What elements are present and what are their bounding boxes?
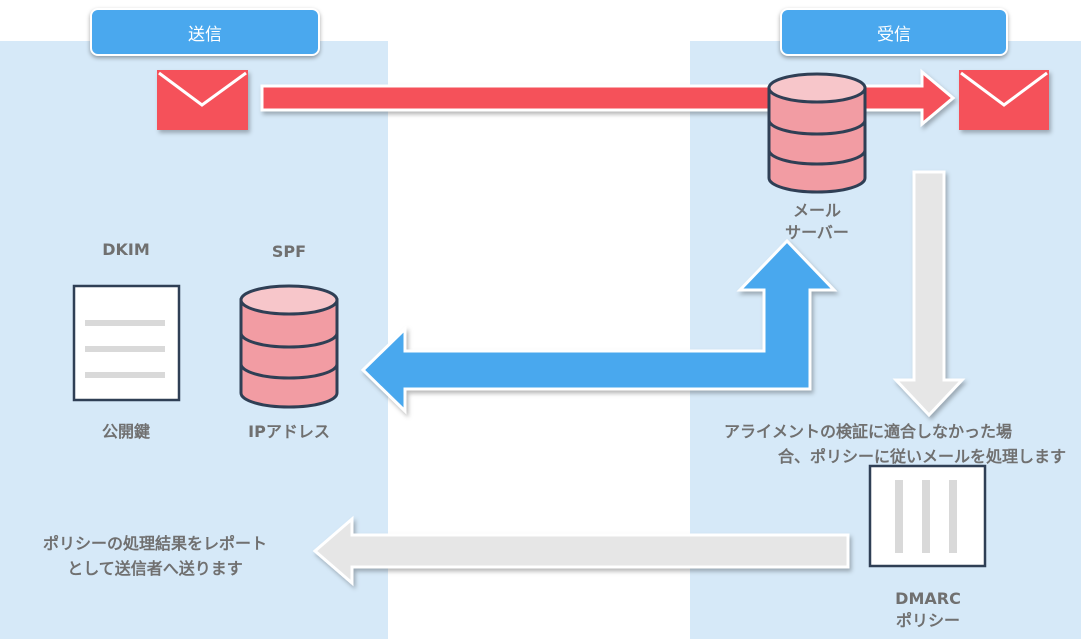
sender-tab: 送信: [90, 8, 320, 56]
report-note-line2: として送信者へ送ります: [67, 559, 243, 578]
report-arrow: [312, 515, 850, 587]
dkim-title: DKIM: [102, 240, 150, 259]
dmarc-label: DMARC ポリシー: [858, 588, 998, 632]
alignment-note-line2: 合、ポリシーに従いメールを処理します: [777, 447, 1066, 466]
dmarc-label-line1: DMARC: [895, 589, 961, 608]
spf-title: SPF: [271, 242, 307, 261]
dmarc-label-line2: ポリシー: [895, 611, 960, 630]
sender-mail-icon: [157, 70, 248, 130]
mail-server-label: メール サーバー: [747, 200, 887, 244]
lookup-arrow: [360, 238, 838, 415]
verify-down-arrow: [892, 170, 966, 418]
mail-server-label-line1: メール: [792, 201, 841, 220]
spf-database-icon: [239, 284, 339, 409]
report-note-line1: ポリシーの処理結果をレポート: [42, 534, 267, 553]
public-key-document-icon: [72, 284, 181, 402]
mail-server-database-icon: [767, 72, 867, 194]
alignment-note-line1: アライメントの検証に適合しなかった場: [724, 422, 1013, 441]
spf-caption: IPアドレス: [248, 422, 330, 441]
report-note: ポリシーの処理結果をレポート として送信者へ送ります: [10, 531, 300, 581]
alignment-note: アライメントの検証に適合しなかった場 合、ポリシーに従いメールを処理します: [724, 419, 1074, 469]
receiver-tab: 受信: [780, 8, 1008, 56]
send-arrow: [260, 68, 956, 128]
dkim-caption: 公開鍵: [101, 422, 150, 441]
dmarc-policy-document-icon: [868, 464, 987, 568]
mail-server-label-line2: サーバー: [785, 223, 849, 242]
receiver-mail-icon: [959, 70, 1049, 130]
